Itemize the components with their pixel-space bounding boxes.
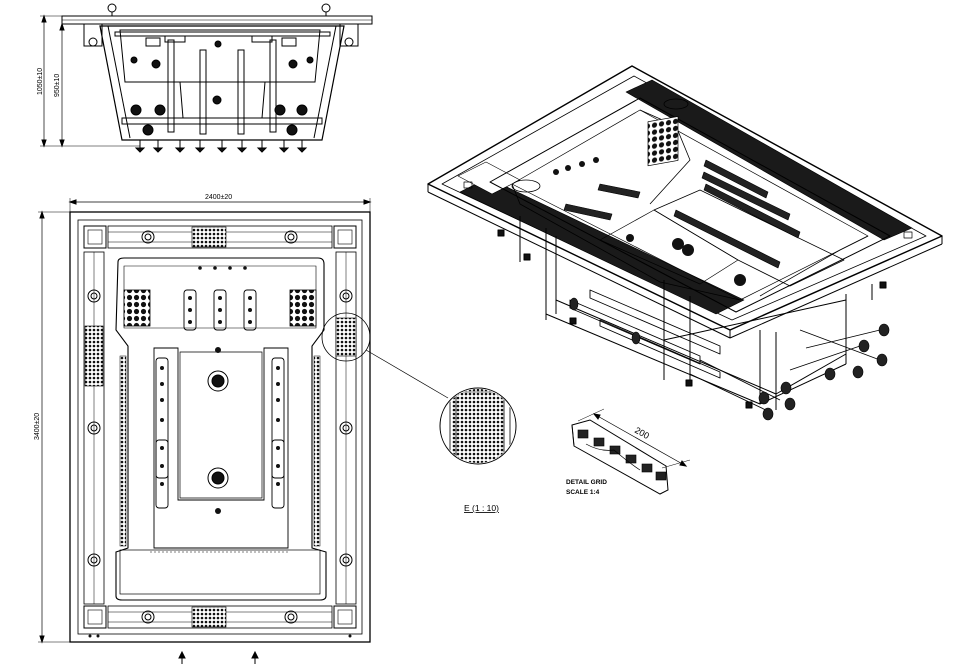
detail-grid-drawing [571,408,691,495]
dim-height-inner: 950±10 [54,74,61,97]
side-elevation-view [40,3,373,153]
detail-e-callout [321,312,517,465]
top-plan-view [38,198,372,664]
dim-height-outer: 1050±10 [37,68,44,95]
detail-grid-scale: SCALE 1:4 [566,489,600,496]
dim-length: 3400±20 [34,413,41,440]
dim-grid-length: 200 [633,425,651,441]
dim-width: 2400±20 [205,194,232,201]
isometric-view [427,65,943,421]
detail-e-label: E (1 : 10) [464,503,499,513]
detail-grid-title: DETAIL GRID [566,479,607,486]
